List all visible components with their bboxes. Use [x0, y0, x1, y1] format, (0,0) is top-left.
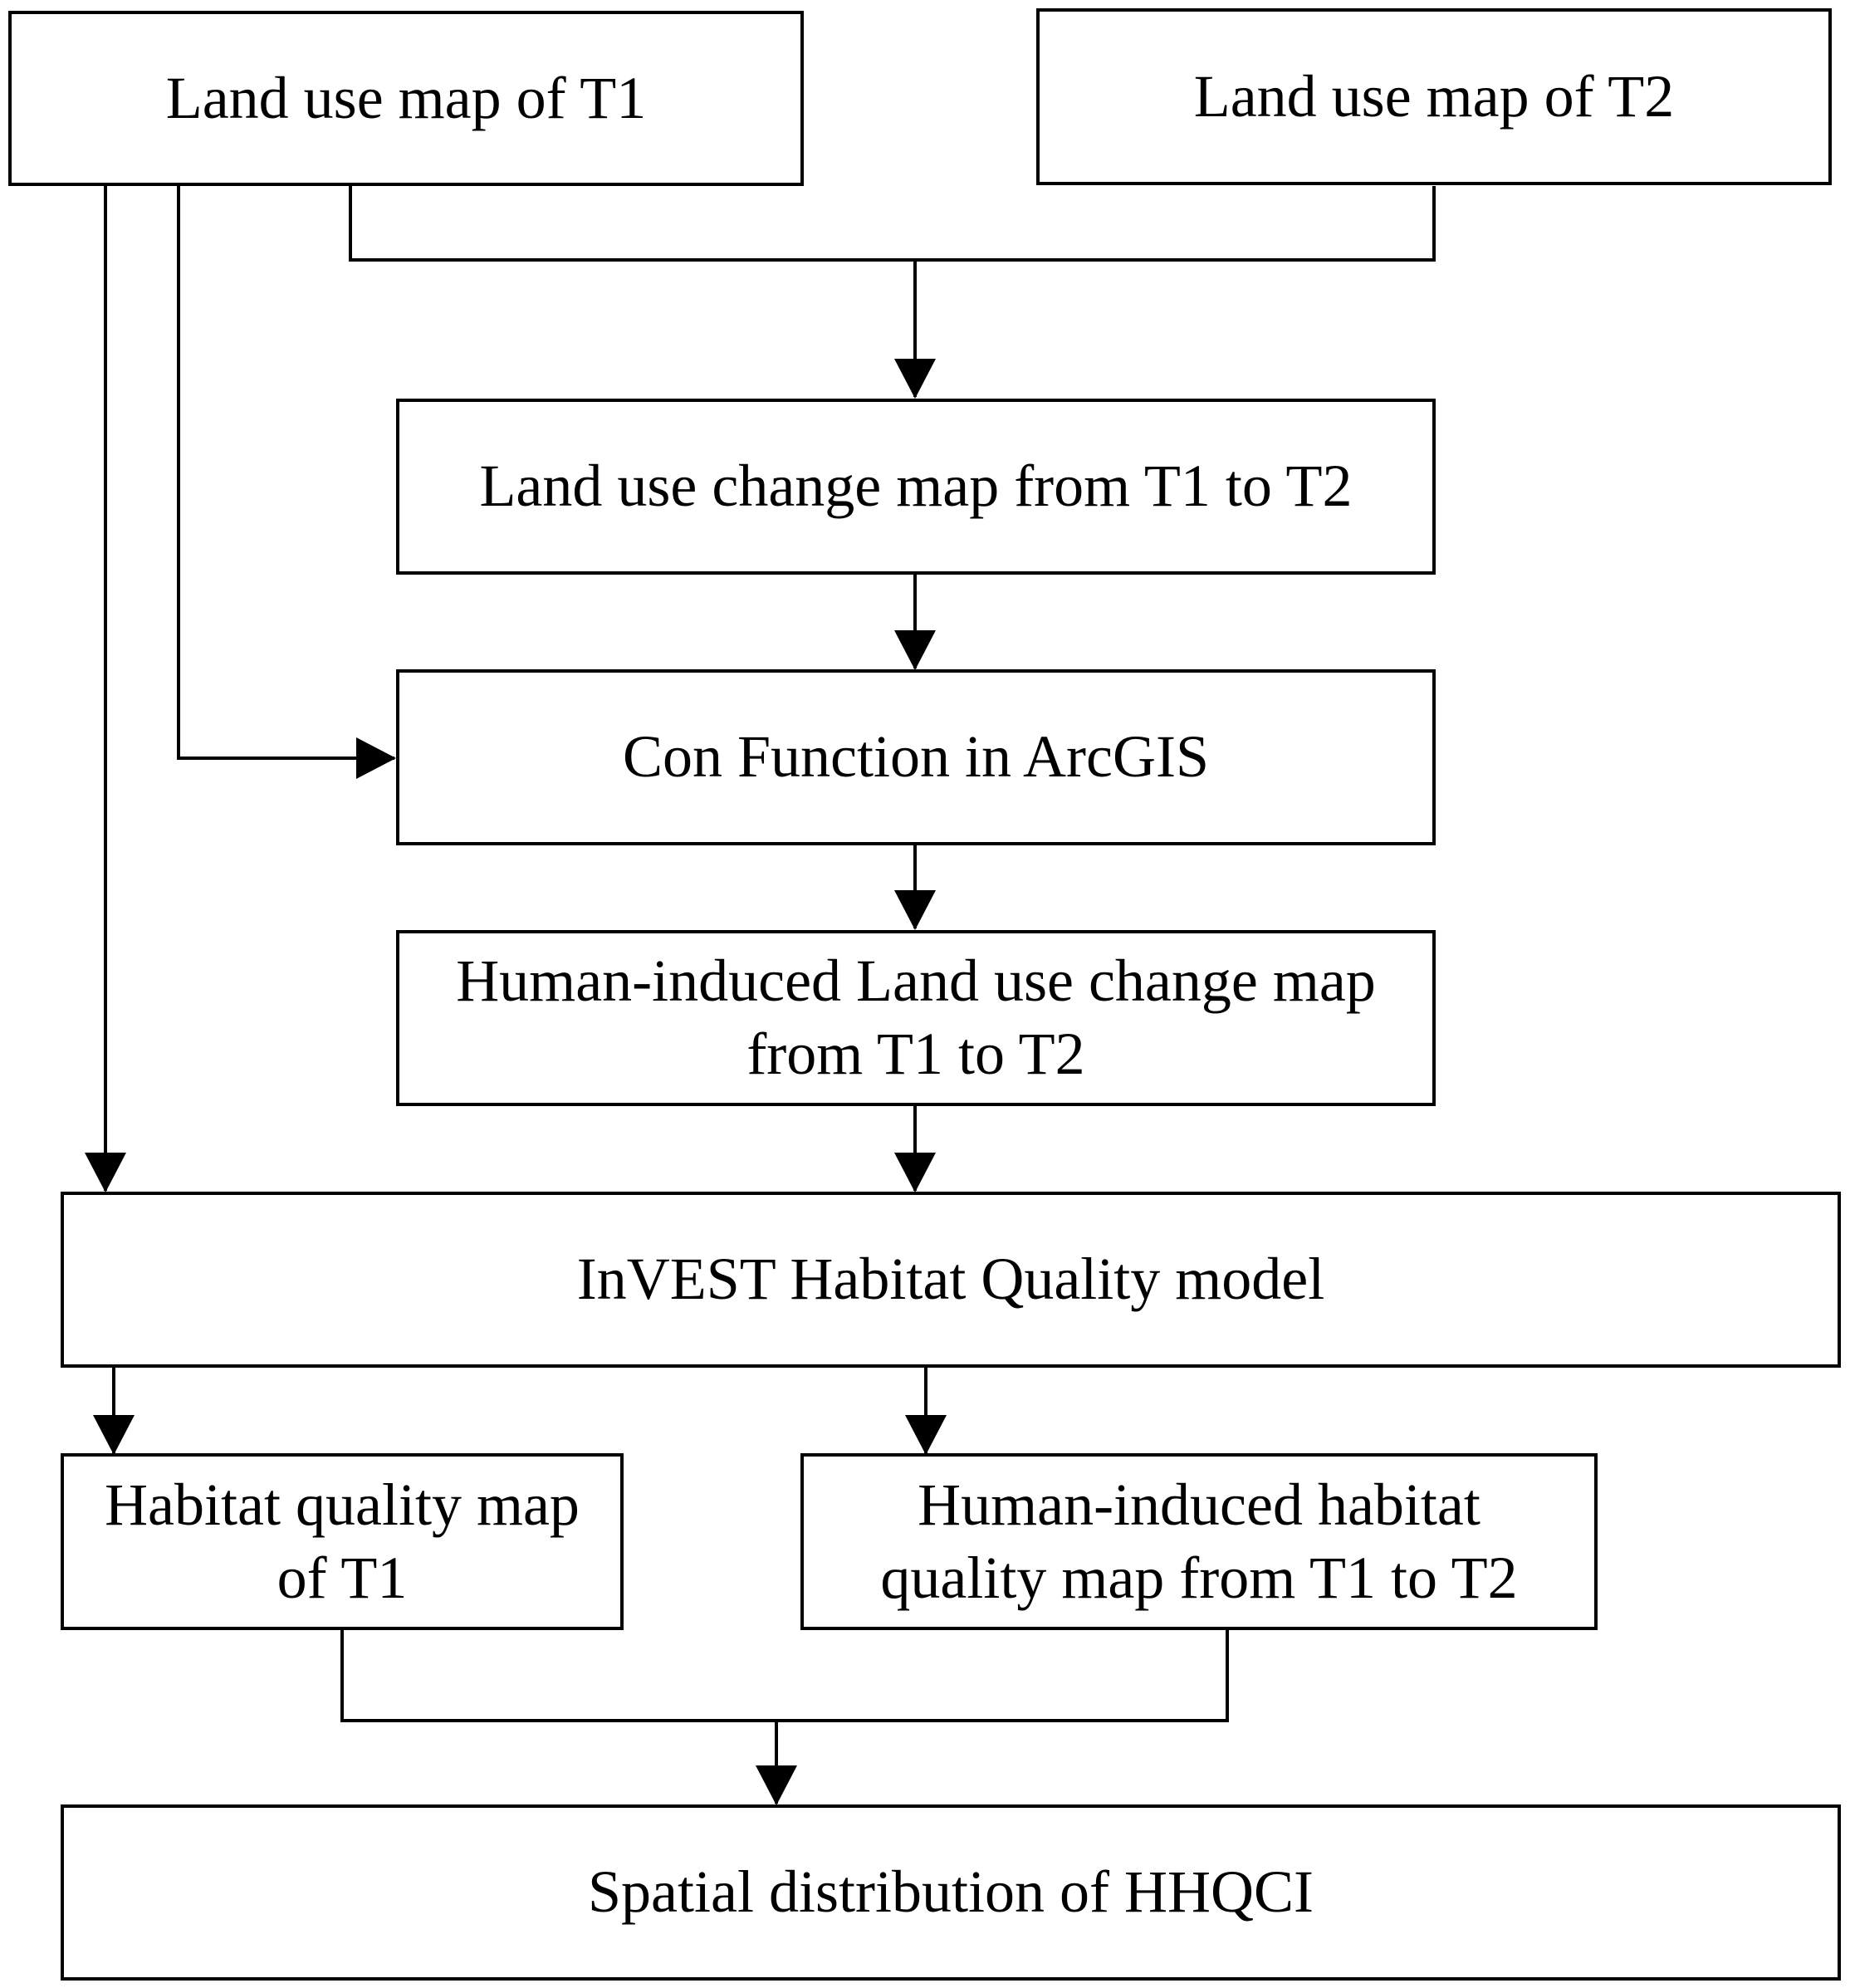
land-use-change-map-box: Land use change map from T1 to T2: [396, 399, 1436, 575]
con-function-box: Con Function in ArcGIS: [396, 669, 1436, 845]
human-induced-habitat-map-line2: quality map from T1 to T2: [880, 1544, 1518, 1611]
human-induced-change-map-line1: Human-induced Land use change map: [456, 947, 1376, 1015]
land-use-map-t1-box: Land use map of T1: [8, 11, 804, 186]
invest-model-box: InVEST Habitat Quality model: [61, 1192, 1841, 1368]
con-function-label: Con Function in ArcGIS: [622, 723, 1209, 791]
invest-model-label: InVEST Habitat Quality model: [576, 1246, 1325, 1313]
human-induced-change-map-line2: from T1 to T2: [746, 1021, 1085, 1087]
arrow-t1-to-con-function: [177, 186, 396, 779]
habitat-quality-map-t1-box: Habitat quality map of T1: [61, 1453, 624, 1630]
human-induced-change-map-box: Human-induced Land use change map from T…: [396, 930, 1436, 1106]
land-use-map-t2-box: Land use map of T2: [1036, 8, 1832, 185]
human-induced-habitat-map-box: Human-induced habitat quality map from T…: [800, 1453, 1598, 1630]
hhqci-distribution-label: Spatial distribution of HHQCI: [588, 1858, 1314, 1926]
human-induced-habitat-map-line1: Human-induced habitat: [918, 1471, 1480, 1538]
connector-outputs-merge: [340, 1629, 1229, 1722]
land-use-map-t1-label: Land use map of T1: [165, 64, 647, 131]
connector-t1-t2-merge: [349, 186, 1436, 262]
habitat-quality-map-t1-line2: of T1: [277, 1544, 408, 1611]
land-use-change-map-label: Land use change map from T1 to T2: [479, 453, 1353, 520]
hhqci-distribution-box: Spatial distribution of HHQCI: [61, 1804, 1841, 1981]
habitat-quality-map-t1-line1: Habitat quality map: [105, 1471, 580, 1538]
land-use-map-t2-label: Land use map of T2: [1193, 62, 1675, 130]
